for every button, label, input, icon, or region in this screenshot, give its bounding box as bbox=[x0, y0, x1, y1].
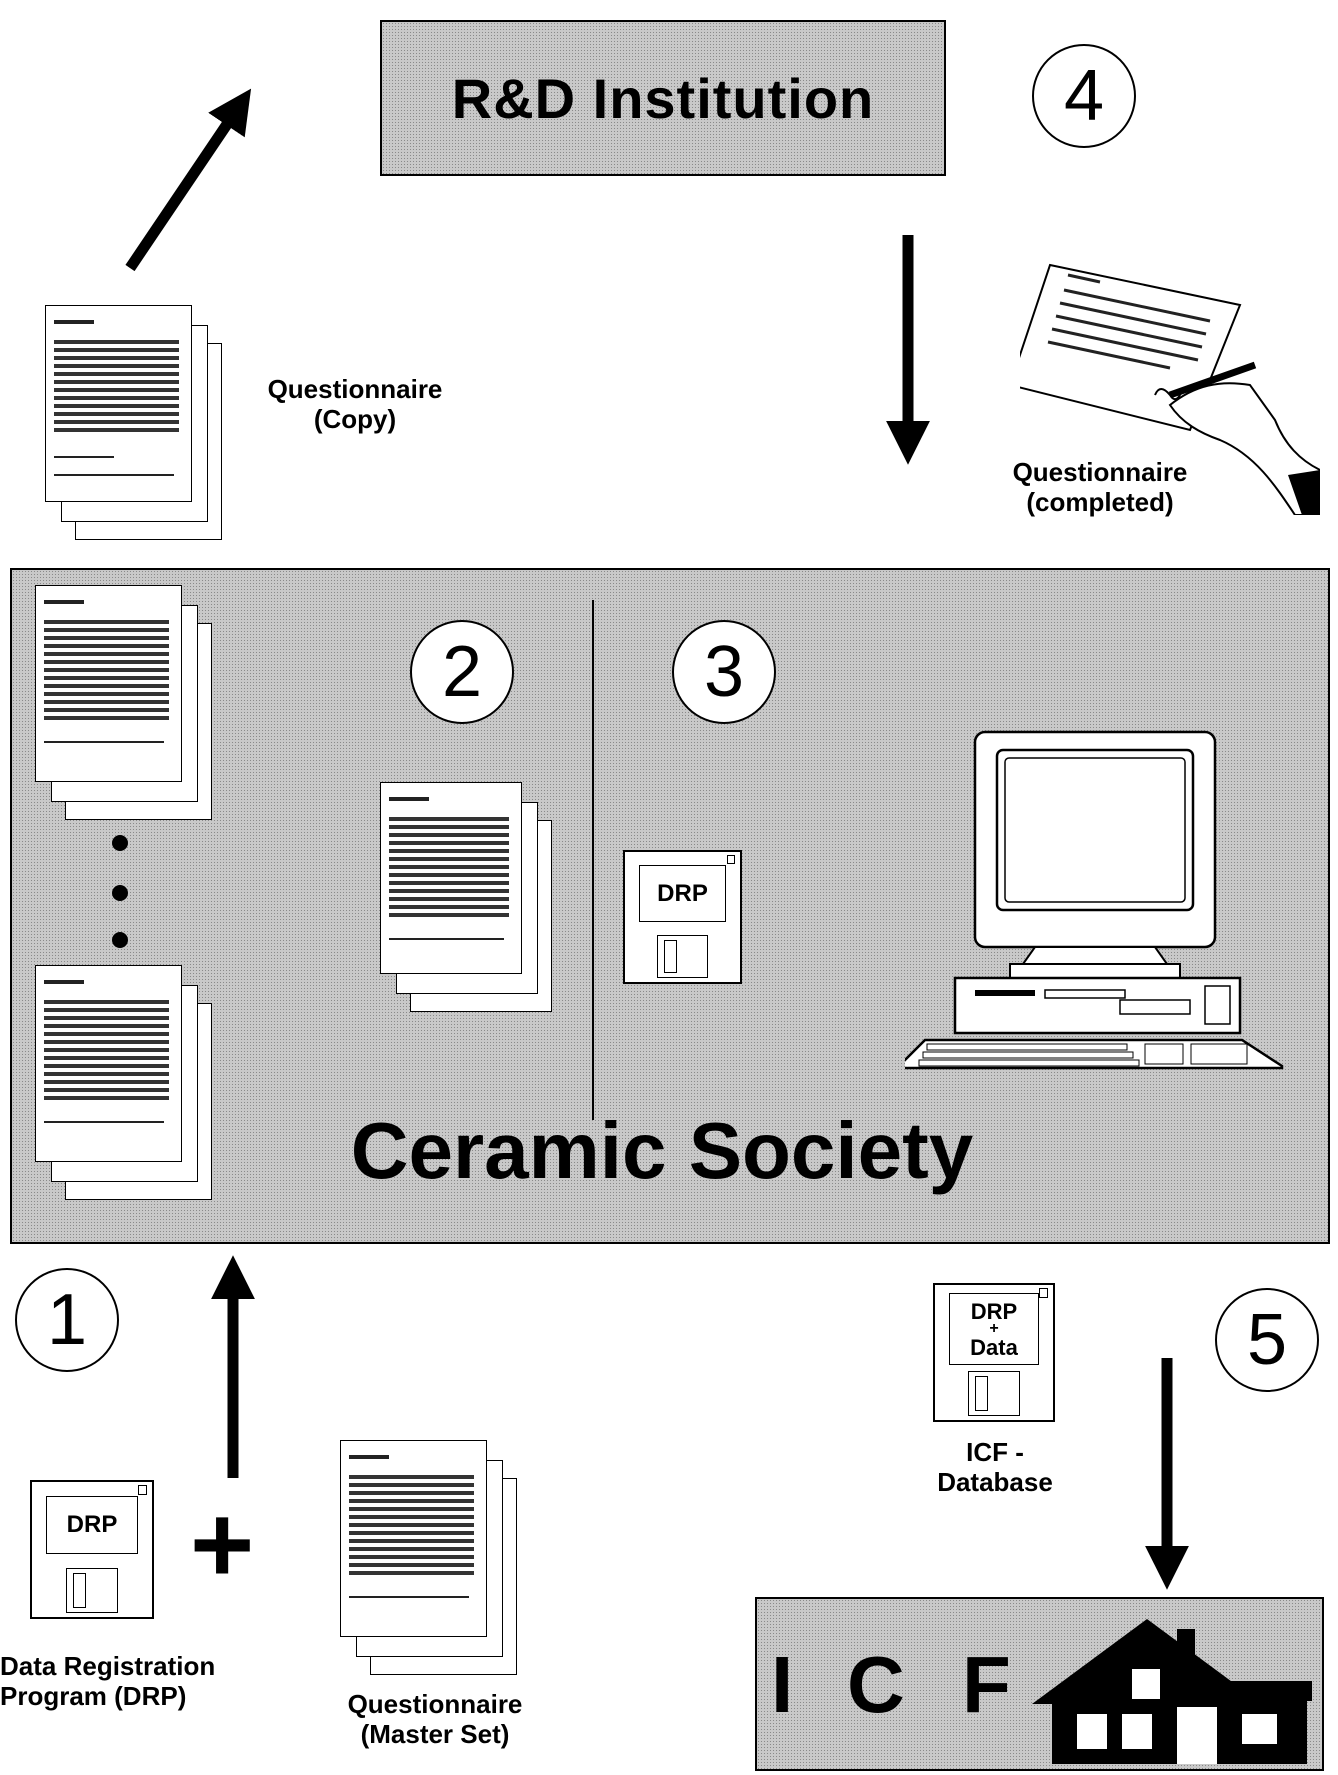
step-3-label: 3 bbox=[703, 632, 745, 712]
house-icon bbox=[1032, 1619, 1312, 1764]
step-5-label: 5 bbox=[1246, 1300, 1288, 1380]
ellipsis-dot-3 bbox=[112, 932, 128, 948]
questionnaire-middle-stack bbox=[380, 782, 560, 1017]
step-2-label: 2 bbox=[441, 632, 483, 712]
step-2-circle: 2 bbox=[410, 620, 514, 724]
filled-questionnaires-bottom bbox=[35, 965, 215, 1200]
step-4-label: 4 bbox=[1063, 56, 1105, 136]
filled-questionnaires-top bbox=[35, 585, 215, 820]
rd-institution-title: R&D Institution bbox=[451, 66, 875, 130]
computer-icon bbox=[905, 730, 1284, 1070]
signed-questionnaire-icon bbox=[1020, 263, 1320, 515]
society-divider bbox=[592, 600, 594, 1120]
questionnaire-master-label: Questionnaire (Master Set) bbox=[325, 1689, 545, 1750]
questionnaire-copy-line1: Questionnaire bbox=[267, 374, 443, 404]
step-4-circle: 4 bbox=[1032, 44, 1136, 148]
questionnaire-master-line1: Questionnaire bbox=[347, 1689, 523, 1719]
icf-letter-f: F bbox=[962, 1640, 1011, 1729]
drp-data-line1: DRP bbox=[970, 1298, 1018, 1324]
questionnaire-master-line2: (Master Set) bbox=[360, 1718, 510, 1749]
step-1-label: 1 bbox=[46, 1280, 88, 1360]
icf-letter-c: C bbox=[847, 1640, 905, 1729]
questionnaire-completed-line2: (completed) bbox=[1026, 486, 1174, 517]
drp-disk-society-label: DRP bbox=[657, 879, 708, 907]
questionnaire-copy-label: Questionnaire (Copy) bbox=[245, 374, 465, 435]
plus-sign: + bbox=[190, 1483, 255, 1606]
icf-letter-i: I bbox=[771, 1640, 794, 1729]
questionnaire-master-stack bbox=[340, 1440, 520, 1675]
questionnaire-completed-line1: Questionnaire bbox=[1012, 457, 1188, 487]
drp-data-line3: Data bbox=[970, 1334, 1018, 1360]
drp-program-line2: Program (DRP) bbox=[0, 1680, 187, 1711]
drp-floppy-disk-society: DRP bbox=[623, 850, 742, 984]
rd-institution-box: R&D Institution bbox=[380, 20, 946, 176]
step-5-circle: 5 bbox=[1215, 1288, 1319, 1392]
arrow-copy-to-rd bbox=[125, 88, 252, 272]
questionnaire-completed-label: Questionnaire (completed) bbox=[975, 457, 1225, 518]
drp-disk-bottom-label: DRP bbox=[66, 1511, 118, 1539]
icf-database-line1: ICF - bbox=[966, 1437, 1024, 1467]
drp-floppy-disk-bottom: DRP bbox=[30, 1480, 154, 1619]
ceramic-society-title: Ceramic Society bbox=[350, 1106, 974, 1195]
drp-program-line1: Data Registration bbox=[0, 1651, 216, 1681]
step-3-circle: 3 bbox=[672, 620, 776, 724]
questionnaire-copy-line2: (Copy) bbox=[313, 403, 397, 434]
ellipsis-dot-2 bbox=[112, 885, 128, 901]
step-1-circle: 1 bbox=[15, 1268, 119, 1372]
icf-database-line2: Database bbox=[937, 1466, 1053, 1497]
drp-data-line2: + bbox=[989, 1319, 999, 1337]
drp-data-floppy-disk: DRP + Data bbox=[933, 1283, 1055, 1422]
icf-database-label: ICF - Database bbox=[895, 1437, 1095, 1498]
icf-box: I C F bbox=[755, 1597, 1324, 1771]
drp-program-label: Data Registration Program (DRP) bbox=[0, 1651, 260, 1712]
questionnaire-copy-stack bbox=[45, 305, 225, 540]
ellipsis-dot-1 bbox=[112, 835, 128, 851]
